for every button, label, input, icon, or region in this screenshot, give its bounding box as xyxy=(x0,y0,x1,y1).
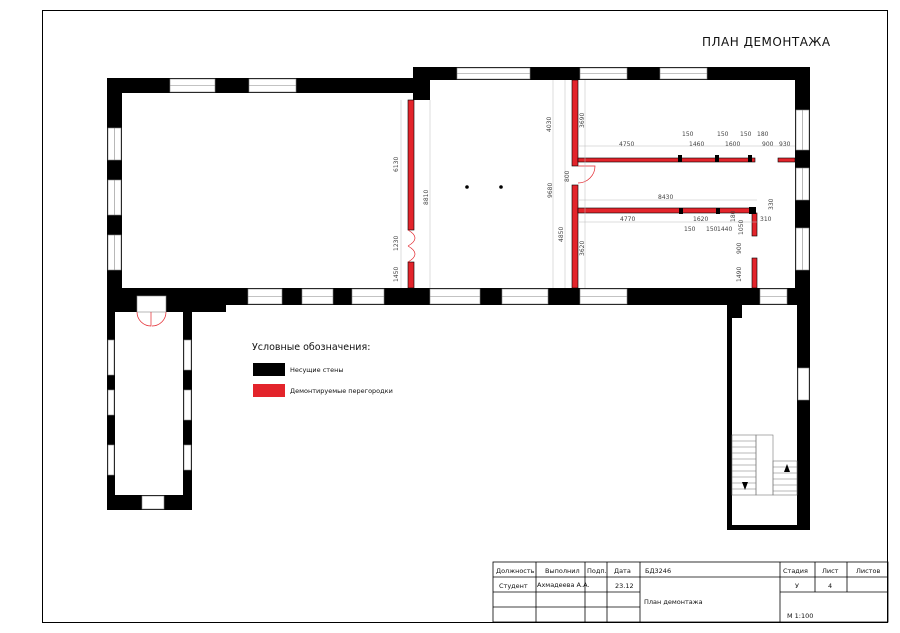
svg-text:У: У xyxy=(795,582,799,590)
legend: Условные обозначения: Несущие стены Демо… xyxy=(252,342,393,397)
sheet-frame xyxy=(42,10,888,623)
column-stubs xyxy=(678,155,756,214)
svg-text:Ахмадеева А.А.: Ахмадеева А.А. xyxy=(537,581,590,589)
svg-text:150: 150 xyxy=(682,131,694,138)
svg-text:150: 150 xyxy=(740,131,752,138)
svg-text:800: 800 xyxy=(564,170,571,182)
legend-swatch-bearing xyxy=(253,363,285,376)
svg-text:4770: 4770 xyxy=(620,216,635,223)
sheet-title: ПЛАН ДЕМОНТАЖА xyxy=(702,35,831,49)
legend-title: Условные обозначения: xyxy=(252,342,370,353)
legend-swatch-demolished xyxy=(253,384,285,397)
windows xyxy=(107,67,810,510)
svg-text:150: 150 xyxy=(717,131,729,138)
title-block xyxy=(492,561,889,623)
svg-text:Листов: Листов xyxy=(856,567,880,575)
svg-text:180: 180 xyxy=(730,210,737,222)
stairs xyxy=(731,434,798,496)
svg-text:8430: 8430 xyxy=(658,194,673,201)
svg-text:900: 900 xyxy=(762,141,774,148)
svg-text:Стадия: Стадия xyxy=(783,567,808,575)
svg-text:8810: 8810 xyxy=(423,190,430,205)
svg-text:1450: 1450 xyxy=(393,267,400,282)
legend-label-demolished: Демонтируемые перегородки xyxy=(290,387,393,395)
svg-text:Должность: Должность xyxy=(496,567,535,575)
svg-text:330: 330 xyxy=(768,198,775,210)
svg-text:1440: 1440 xyxy=(717,226,732,233)
title-block-text: Должность Выполнил Подп. Дата БД3246 Ста… xyxy=(496,567,880,620)
doors xyxy=(136,165,596,327)
svg-text:3620: 3620 xyxy=(579,241,586,256)
svg-text:Выполнил: Выполнил xyxy=(545,567,580,575)
svg-text:1620: 1620 xyxy=(693,216,708,223)
svg-text:150: 150 xyxy=(684,226,696,233)
svg-text:4850: 4850 xyxy=(558,227,565,242)
svg-text:1600: 1600 xyxy=(725,141,740,148)
svg-text:М 1:100: М 1:100 xyxy=(787,612,813,620)
svg-text:23.12: 23.12 xyxy=(615,582,634,590)
svg-text:4750: 4750 xyxy=(619,141,634,148)
svg-text:9680: 9680 xyxy=(547,183,554,198)
svg-text:БД3246: БД3246 xyxy=(645,567,671,575)
svg-text:4030: 4030 xyxy=(546,117,553,132)
svg-text:6130: 6130 xyxy=(393,157,400,172)
demolished-partitions xyxy=(407,79,796,289)
svg-text:1230: 1230 xyxy=(393,236,400,251)
marker-dot xyxy=(499,185,503,189)
marker-dot xyxy=(465,185,469,189)
svg-text:Подп.: Подп. xyxy=(587,567,607,575)
svg-text:План демонтажа: План демонтажа xyxy=(644,598,703,606)
legend-label-bearing: Несущие стены xyxy=(290,366,343,374)
dimension-labels: 6130 8810 1230 1450 4030 3690 9680 800 4… xyxy=(393,113,791,282)
svg-text:930: 930 xyxy=(779,141,791,148)
svg-text:180: 180 xyxy=(757,131,769,138)
svg-text:1050: 1050 xyxy=(738,220,745,235)
svg-text:3690: 3690 xyxy=(579,113,586,128)
dimension-lines xyxy=(400,80,795,288)
svg-text:4: 4 xyxy=(828,582,832,590)
svg-text:Студент: Студент xyxy=(499,582,528,590)
svg-text:1460: 1460 xyxy=(689,141,704,148)
svg-text:900: 900 xyxy=(736,242,743,254)
svg-text:150: 150 xyxy=(706,226,718,233)
svg-text:Дата: Дата xyxy=(614,567,631,575)
svg-text:1490: 1490 xyxy=(736,267,743,282)
svg-text:Лист: Лист xyxy=(822,567,839,575)
svg-text:310: 310 xyxy=(760,216,772,223)
